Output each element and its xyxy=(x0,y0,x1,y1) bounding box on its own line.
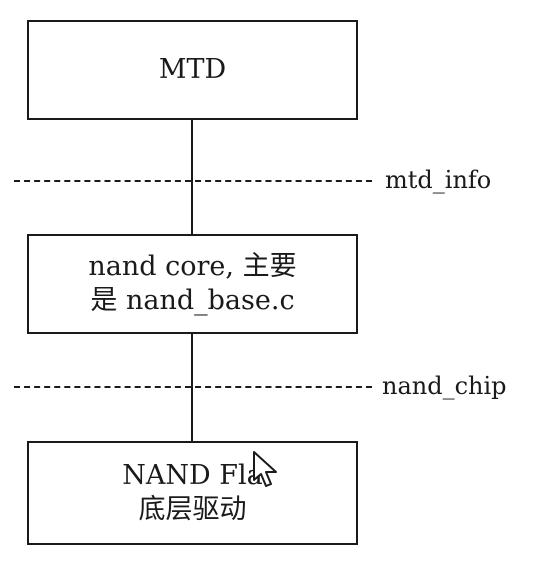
mtd-info-boundary-line xyxy=(14,180,372,182)
nand-chip-boundary-line xyxy=(14,386,372,388)
nand-core-box: nand core, 主要 是 nand_base.c xyxy=(27,234,358,334)
mtd-layer-box: MTD xyxy=(27,20,358,120)
connector-mtd-to-core xyxy=(191,120,193,234)
nand-flash-driver-box: NAND Fla 底层驱动 xyxy=(27,441,358,545)
nand-core-label-line1: nand core, 主要 xyxy=(88,251,297,283)
nand-flash-driver-label-line2: 底层驱动 xyxy=(138,494,247,525)
nand-chip-label: nand_chip xyxy=(382,372,507,400)
nand-flash-driver-label-line1: NAND Fla xyxy=(122,460,263,492)
nand-core-label-line2: 是 nand_base.c xyxy=(90,285,295,316)
mouse-pointer-icon xyxy=(253,451,277,487)
mtd-info-label: mtd_info xyxy=(385,166,492,194)
mtd-layer-label: MTD xyxy=(158,54,227,86)
